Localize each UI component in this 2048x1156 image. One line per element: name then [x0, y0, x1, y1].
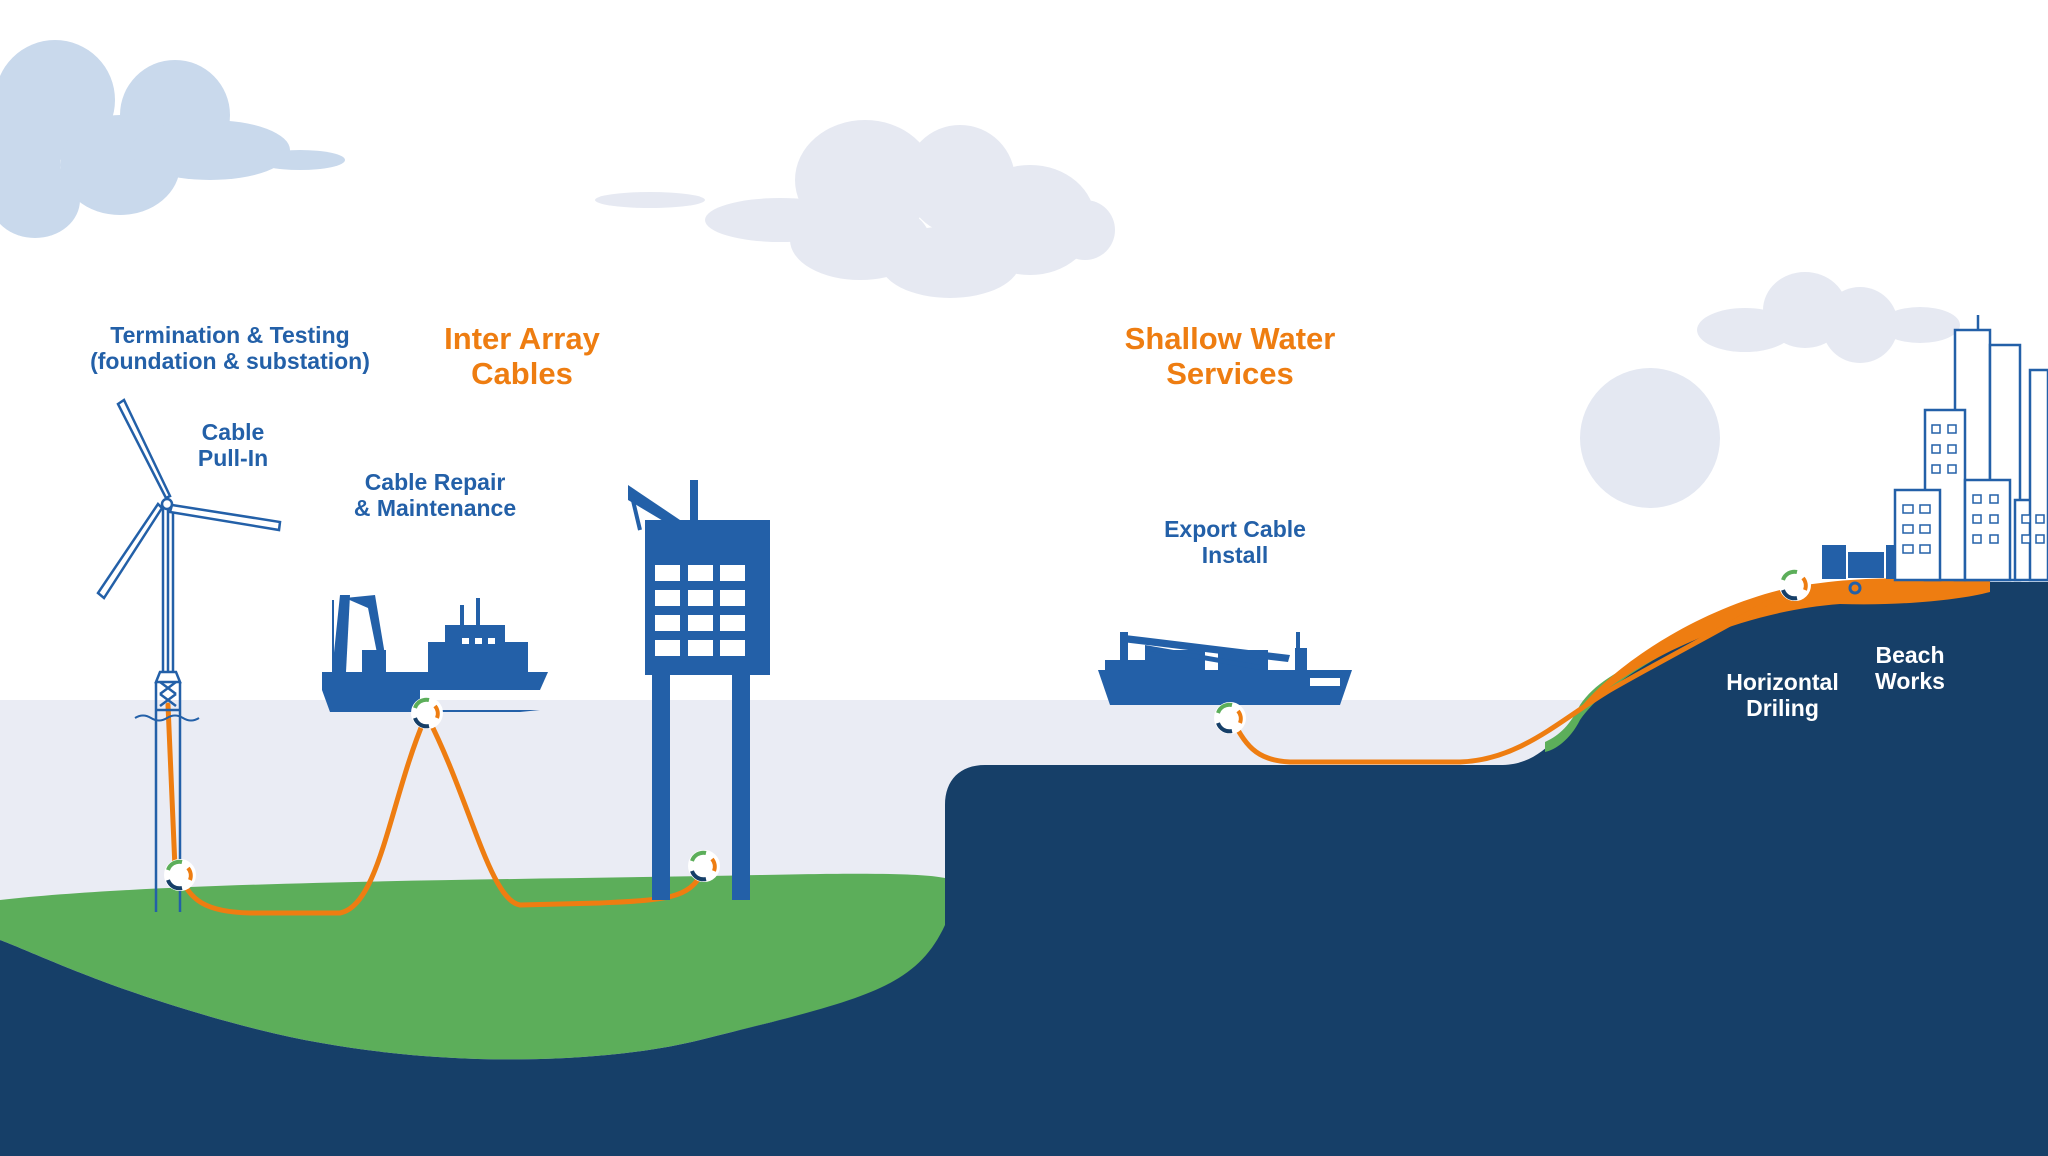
beach-sand-band [1580, 578, 1990, 708]
label-horizontal-drilling: Horizontal Driling [1726, 669, 1839, 721]
seabed-navy [0, 581, 2048, 1156]
cable-repair-vessel-icon [322, 595, 548, 712]
wind-turbine-icon [96, 398, 282, 912]
cable-joint-marker-icon [1779, 569, 1811, 601]
cloud-right-icon [1697, 272, 1960, 363]
cable-routes [165, 582, 1798, 916]
export-cable [1227, 582, 1798, 765]
label-beach-works: Beach Works [1875, 642, 1945, 694]
cable-joint-marker-icon [1214, 702, 1246, 734]
label-cable-repair: Cable Repair & Maintenance [353, 469, 517, 521]
cloud-left-icon [0, 40, 345, 238]
label-export-cable-install: Export Cable Install [1164, 516, 1306, 568]
cable-joint-marker-icon [411, 697, 443, 729]
label-termination-testing: Termination & Testing (foundation & subs… [90, 322, 370, 374]
city-skyline-icon [1893, 315, 2048, 582]
cable-joint-marker-icon [688, 850, 720, 882]
label-inter-array-cables: Inter Array Cables [444, 321, 600, 391]
sun-icon [1580, 368, 1720, 508]
inter-array-cable-1 [177, 715, 428, 916]
seabed-green-left [0, 873, 945, 1060]
nearshore-green-strip [1545, 635, 1700, 752]
label-shallow-water-services: Shallow Water Services [1124, 321, 1336, 391]
inter-array-cable-2 [425, 715, 705, 908]
cable-joint-marker-icon [164, 859, 196, 891]
cloud-center-icon [595, 120, 1115, 298]
offshore-platform-icon [628, 480, 770, 900]
label-cable-pull-in: Cable Pull-In [197, 419, 269, 471]
turbine-riser-cable [165, 702, 178, 871]
cable-lay-vessel-icon [1098, 632, 1352, 705]
